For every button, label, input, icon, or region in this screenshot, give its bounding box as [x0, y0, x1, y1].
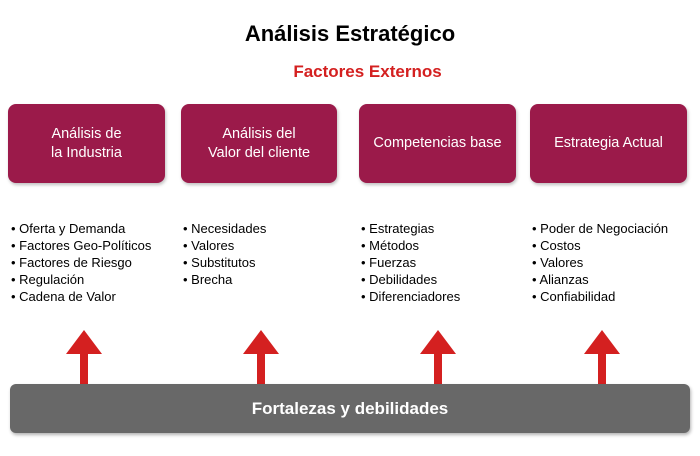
list-item: Debilidades [361, 271, 460, 288]
list-item: Métodos [361, 237, 460, 254]
list-item: Fuerzas [361, 254, 460, 271]
list-item: Valores [183, 237, 266, 254]
box-customer-value: Análisis del Valor del cliente [181, 104, 337, 183]
list-industry: Oferta y Demanda Factores Geo-Políticos … [11, 220, 151, 305]
box-industry-analysis: Análisis de la Industria [8, 104, 165, 183]
list-customer-value: Necesidades Valores Substitutos Brecha [183, 220, 266, 288]
up-arrow-icon [584, 330, 620, 384]
up-arrow-icon [420, 330, 456, 384]
list-item: Estrategias [361, 220, 460, 237]
list-item: Costos [532, 237, 668, 254]
list-competencies: Estrategias Métodos Fuerzas Debilidades … [361, 220, 460, 305]
list-item: Brecha [183, 271, 266, 288]
list-item: Alianzas [532, 271, 668, 288]
list-item: Oferta y Demanda [11, 220, 151, 237]
list-item: Diferenciadores [361, 288, 460, 305]
diagram-subtitle: Factores Externos [293, 62, 442, 81]
list-item: Regulación [11, 271, 151, 288]
list-item: Cadena de Valor [11, 288, 151, 305]
list-item: Confiabilidad [532, 288, 668, 305]
diagram-title: Análisis Estratégico [244, 21, 456, 46]
up-arrow-icon [66, 330, 102, 384]
list-item: Factores Geo-Políticos [11, 237, 151, 254]
box-core-competencies: Competencias base [359, 104, 516, 183]
list-item: Necesidades [183, 220, 266, 237]
up-arrow-icon [243, 330, 279, 384]
strengths-weaknesses-bar: Fortalezas y debilidades [10, 384, 690, 433]
list-item: Poder de Negociación [532, 220, 668, 237]
list-item: Factores de Riesgo [11, 254, 151, 271]
list-item: Valores [532, 254, 668, 271]
list-item: Substitutos [183, 254, 266, 271]
list-strategy: Poder de Negociación Costos Valores Alia… [532, 220, 668, 305]
box-current-strategy: Estrategia Actual [530, 104, 687, 183]
